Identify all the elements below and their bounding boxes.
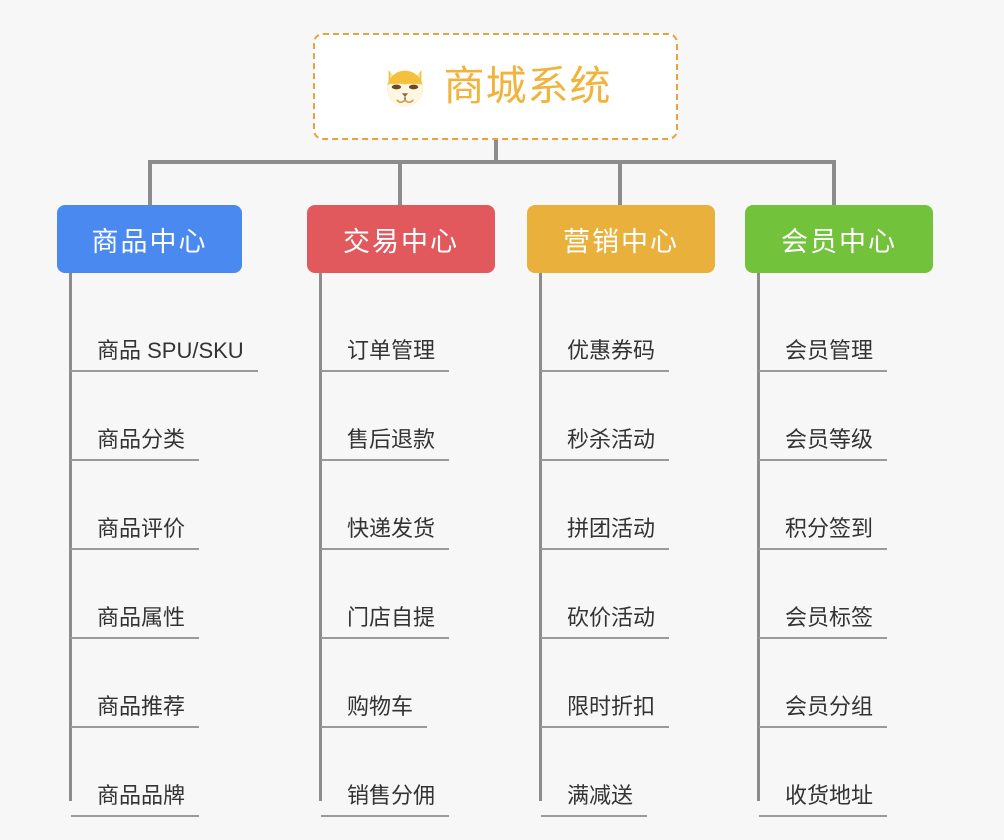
- leaf-item[interactable]: 积分签到: [759, 465, 965, 554]
- leaf-label: 商品品牌: [71, 783, 200, 817]
- leaf-item[interactable]: 订单管理: [321, 287, 527, 376]
- leaf-label: 购物车: [321, 694, 428, 728]
- leaf-item[interactable]: 商品推荐: [71, 643, 277, 732]
- leaf-item[interactable]: 会员等级: [759, 376, 965, 465]
- leaf-label: 会员等级: [759, 427, 888, 461]
- root-title: 商城系统: [443, 63, 612, 109]
- leaf-label: 积分签到: [759, 516, 888, 550]
- connector-root-stem: [494, 140, 498, 163]
- leaf-label: 会员管理: [759, 338, 888, 372]
- leaf-item[interactable]: 会员分组: [759, 643, 965, 732]
- leaf-label: 满减送: [541, 783, 648, 817]
- leaf-label: 商品分类: [71, 427, 200, 461]
- connector-drop-member-center: [832, 160, 836, 207]
- leaf-label: 销售分佣: [321, 783, 450, 817]
- leaf-item[interactable]: 商品 SPU/SKU: [71, 287, 277, 376]
- leaf-item[interactable]: 购物车: [321, 643, 527, 732]
- leaf-label: 快递发货: [321, 516, 450, 550]
- leaf-item[interactable]: 拼团活动: [541, 465, 747, 554]
- leaf-item[interactable]: 快递发货: [321, 465, 527, 554]
- leaf-item[interactable]: 会员管理: [759, 287, 965, 376]
- leaf-label: 会员标签: [759, 605, 888, 639]
- leaf-item[interactable]: 砍价活动: [541, 554, 747, 643]
- connector-drop-marketing-center: [618, 160, 622, 207]
- leaf-label: 会员分组: [759, 694, 888, 728]
- leaf-label: 门店自提: [321, 605, 450, 639]
- leaf-label: 限时折扣: [541, 694, 670, 728]
- leaf-list-member-center: 会员管理 会员等级 积分签到 会员标签 会员分组 收货地址: [745, 273, 965, 821]
- category-column-marketing-center: 营销中心 优惠券码 秒杀活动 拼团活动 砍价活动 限时折扣 满减送: [527, 205, 747, 821]
- leaf-item[interactable]: 满减送: [541, 732, 747, 821]
- leaf-item[interactable]: 商品属性: [71, 554, 277, 643]
- leaf-item[interactable]: 收货地址: [759, 732, 965, 821]
- leaf-trunk-member-center: [757, 273, 760, 801]
- connector-drop-trade-center: [398, 160, 402, 207]
- category-column-member-center: 会员中心 会员管理 会员等级 积分签到 会员标签 会员分组 收货地址: [745, 205, 965, 821]
- leaf-trunk-product-center: [69, 273, 72, 801]
- category-column-product-center: 商品中心 商品 SPU/SKU 商品分类 商品评价 商品属性 商品推荐 商品品牌: [57, 205, 277, 821]
- category-header-trade-center[interactable]: 交易中心: [307, 205, 495, 273]
- leaf-item[interactable]: 门店自提: [321, 554, 527, 643]
- leaf-label: 商品评价: [71, 516, 200, 550]
- leaf-label: 砍价活动: [541, 605, 670, 639]
- leaf-trunk-marketing-center: [539, 273, 542, 801]
- leaf-label: 售后退款: [321, 427, 450, 461]
- leaf-item[interactable]: 会员标签: [759, 554, 965, 643]
- connector-drop-product-center: [148, 160, 152, 207]
- leaf-label: 拼团活动: [541, 516, 670, 550]
- leaf-label: 商品推荐: [71, 694, 200, 728]
- connector-horizontal-bus: [148, 160, 836, 164]
- leaf-item[interactable]: 销售分佣: [321, 732, 527, 821]
- leaf-trunk-trade-center: [319, 273, 322, 801]
- category-header-marketing-center[interactable]: 营销中心: [527, 205, 715, 273]
- leaf-list-product-center: 商品 SPU/SKU 商品分类 商品评价 商品属性 商品推荐 商品品牌: [57, 273, 277, 821]
- category-header-member-center[interactable]: 会员中心: [745, 205, 933, 273]
- leaf-item[interactable]: 优惠券码: [541, 287, 747, 376]
- leaf-item[interactable]: 商品品牌: [71, 732, 277, 821]
- leaf-list-trade-center: 订单管理 售后退款 快递发货 门店自提 购物车 销售分佣: [307, 273, 527, 821]
- leaf-item[interactable]: 商品分类: [71, 376, 277, 465]
- leaf-list-marketing-center: 优惠券码 秒杀活动 拼团活动 砍价活动 限时折扣 满减送: [527, 273, 747, 821]
- root-node[interactable]: 商城系统: [313, 33, 678, 140]
- leaf-label: 商品属性: [71, 605, 200, 639]
- leaf-label: 订单管理: [321, 338, 450, 372]
- shiba-dog-face-icon: [386, 69, 423, 107]
- category-column-trade-center: 交易中心 订单管理 售后退款 快递发货 门店自提 购物车 销售分佣: [307, 205, 527, 821]
- category-header-product-center[interactable]: 商品中心: [57, 205, 242, 273]
- leaf-item[interactable]: 秒杀活动: [541, 376, 747, 465]
- leaf-item[interactable]: 售后退款: [321, 376, 527, 465]
- leaf-label: 商品 SPU/SKU: [71, 338, 258, 372]
- leaf-item[interactable]: 商品评价: [71, 465, 277, 554]
- leaf-label: 收货地址: [759, 783, 888, 817]
- leaf-item[interactable]: 限时折扣: [541, 643, 747, 732]
- leaf-label: 秒杀活动: [541, 427, 670, 461]
- leaf-label: 优惠券码: [541, 338, 670, 372]
